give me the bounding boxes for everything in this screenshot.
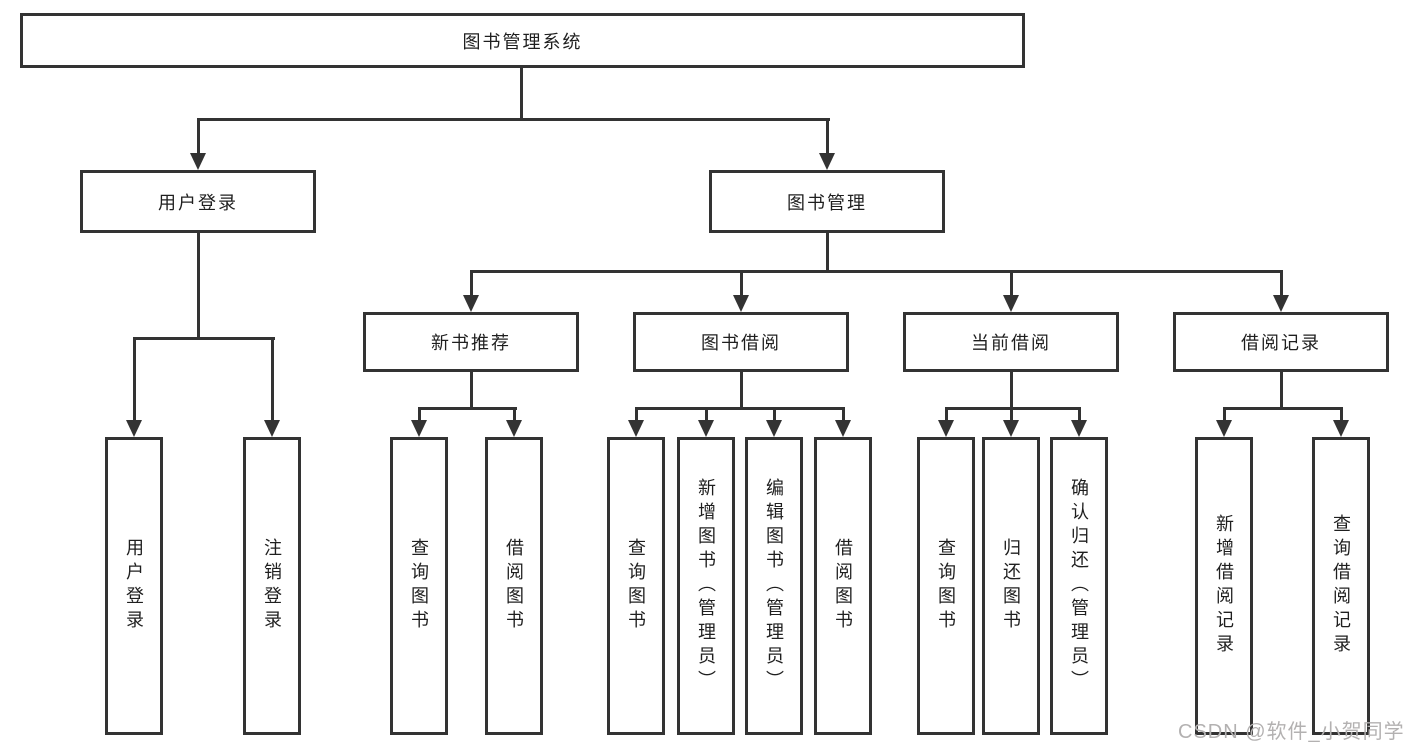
leaf-query-borrow-record: 查询借阅记录	[1312, 437, 1370, 735]
arrowhead-b2-icon	[506, 420, 522, 437]
connector-to-b1	[418, 407, 421, 421]
connector-to-d1	[945, 407, 948, 421]
leaf-add-book-admin: 新增图书（管理员）	[677, 437, 735, 735]
csdn-watermark: CSDN @软件_小贺同学	[1178, 721, 1405, 743]
arrowhead-borrowrecords-icon	[1273, 295, 1289, 312]
leaf-logout: 注销登录	[243, 437, 301, 735]
arrowhead-b1-icon	[411, 420, 427, 437]
connector-bookmgmt-stub	[826, 233, 829, 273]
connector-to-user-login	[197, 118, 200, 155]
connector-to-e2	[1340, 407, 1343, 421]
connector-to-e1	[1223, 407, 1226, 421]
connector-root-stub	[520, 68, 523, 121]
connector-to-borrowrecords	[1280, 270, 1283, 296]
arrowhead-d2-icon	[1003, 420, 1019, 437]
connector-newbook-rail	[418, 407, 517, 410]
arrowhead-leaf-login-icon	[126, 420, 142, 437]
connector-to-leaf-logout	[271, 337, 274, 421]
connector-to-c1	[635, 407, 638, 421]
leaf-confirm-return-admin: 确认归还（管理员）	[1050, 437, 1108, 735]
node-book-management-branch: 图书管理	[709, 170, 945, 233]
arrowhead-newbook-icon	[463, 295, 479, 312]
node-user-login-branch: 用户登录	[80, 170, 316, 233]
arrowhead-d3-icon	[1071, 420, 1087, 437]
connector-to-d2	[1010, 407, 1013, 421]
arrowhead-bookborrow-icon	[733, 295, 749, 312]
arrowhead-currentborrow-icon	[1003, 295, 1019, 312]
node-new-book-recommend: 新书推荐	[363, 312, 579, 372]
connector-bookborrow-rail	[635, 407, 845, 410]
connector-to-book-mgmt	[826, 118, 829, 155]
connector-to-currentborrow	[1010, 270, 1013, 296]
connector-to-bookborrow	[740, 270, 743, 296]
arrowhead-leaf-logout-icon	[264, 420, 280, 437]
connector-borrowrecords-stub	[1280, 372, 1283, 410]
leaf-query-books-1: 查询图书	[390, 437, 448, 735]
leaf-borrow-books-1: 借阅图书	[485, 437, 543, 735]
connector-newbook-stub	[470, 372, 473, 410]
connector-userlogin-stub	[197, 233, 200, 340]
connector-currentborrow-rail	[945, 407, 1081, 410]
connector-level2-rail	[470, 270, 1283, 273]
connector-to-leaf-login	[133, 337, 136, 421]
connector-to-c3	[773, 407, 776, 421]
arrowhead-e1-icon	[1216, 420, 1232, 437]
arrowhead-c3-icon	[766, 420, 782, 437]
connector-currentborrow-stub	[1010, 372, 1013, 410]
node-book-borrowing: 图书借阅	[633, 312, 849, 372]
arrowhead-user-login-icon	[190, 153, 206, 170]
node-library-management-system: 图书管理系统	[20, 13, 1025, 68]
connector-level1-rail	[197, 118, 830, 121]
leaf-query-books-2: 查询图书	[607, 437, 665, 735]
leaf-edit-book-admin: 编辑图书（管理员）	[745, 437, 803, 735]
leaf-query-books-3: 查询图书	[917, 437, 975, 735]
connector-userlogin-rail	[133, 337, 275, 340]
arrowhead-e2-icon	[1333, 420, 1349, 437]
connector-to-c4	[842, 407, 845, 421]
node-current-borrowing: 当前借阅	[903, 312, 1119, 372]
arrowhead-c1-icon	[628, 420, 644, 437]
connector-to-c2	[705, 407, 708, 421]
connector-bookborrow-stub	[740, 372, 743, 410]
arrowhead-book-mgmt-icon	[819, 153, 835, 170]
node-borrowing-records: 借阅记录	[1173, 312, 1389, 372]
arrowhead-c2-icon	[698, 420, 714, 437]
leaf-borrow-books-2: 借阅图书	[814, 437, 872, 735]
arrowhead-d1-icon	[938, 420, 954, 437]
connector-borrowrecords-rail	[1223, 407, 1343, 410]
leaf-user-login: 用户登录	[105, 437, 163, 735]
leaf-add-borrow-record: 新增借阅记录	[1195, 437, 1253, 735]
leaf-return-books: 归还图书	[982, 437, 1040, 735]
connector-to-b2	[513, 407, 516, 421]
connector-to-d3	[1078, 407, 1081, 421]
connector-to-newbook	[470, 270, 473, 296]
arrowhead-c4-icon	[835, 420, 851, 437]
